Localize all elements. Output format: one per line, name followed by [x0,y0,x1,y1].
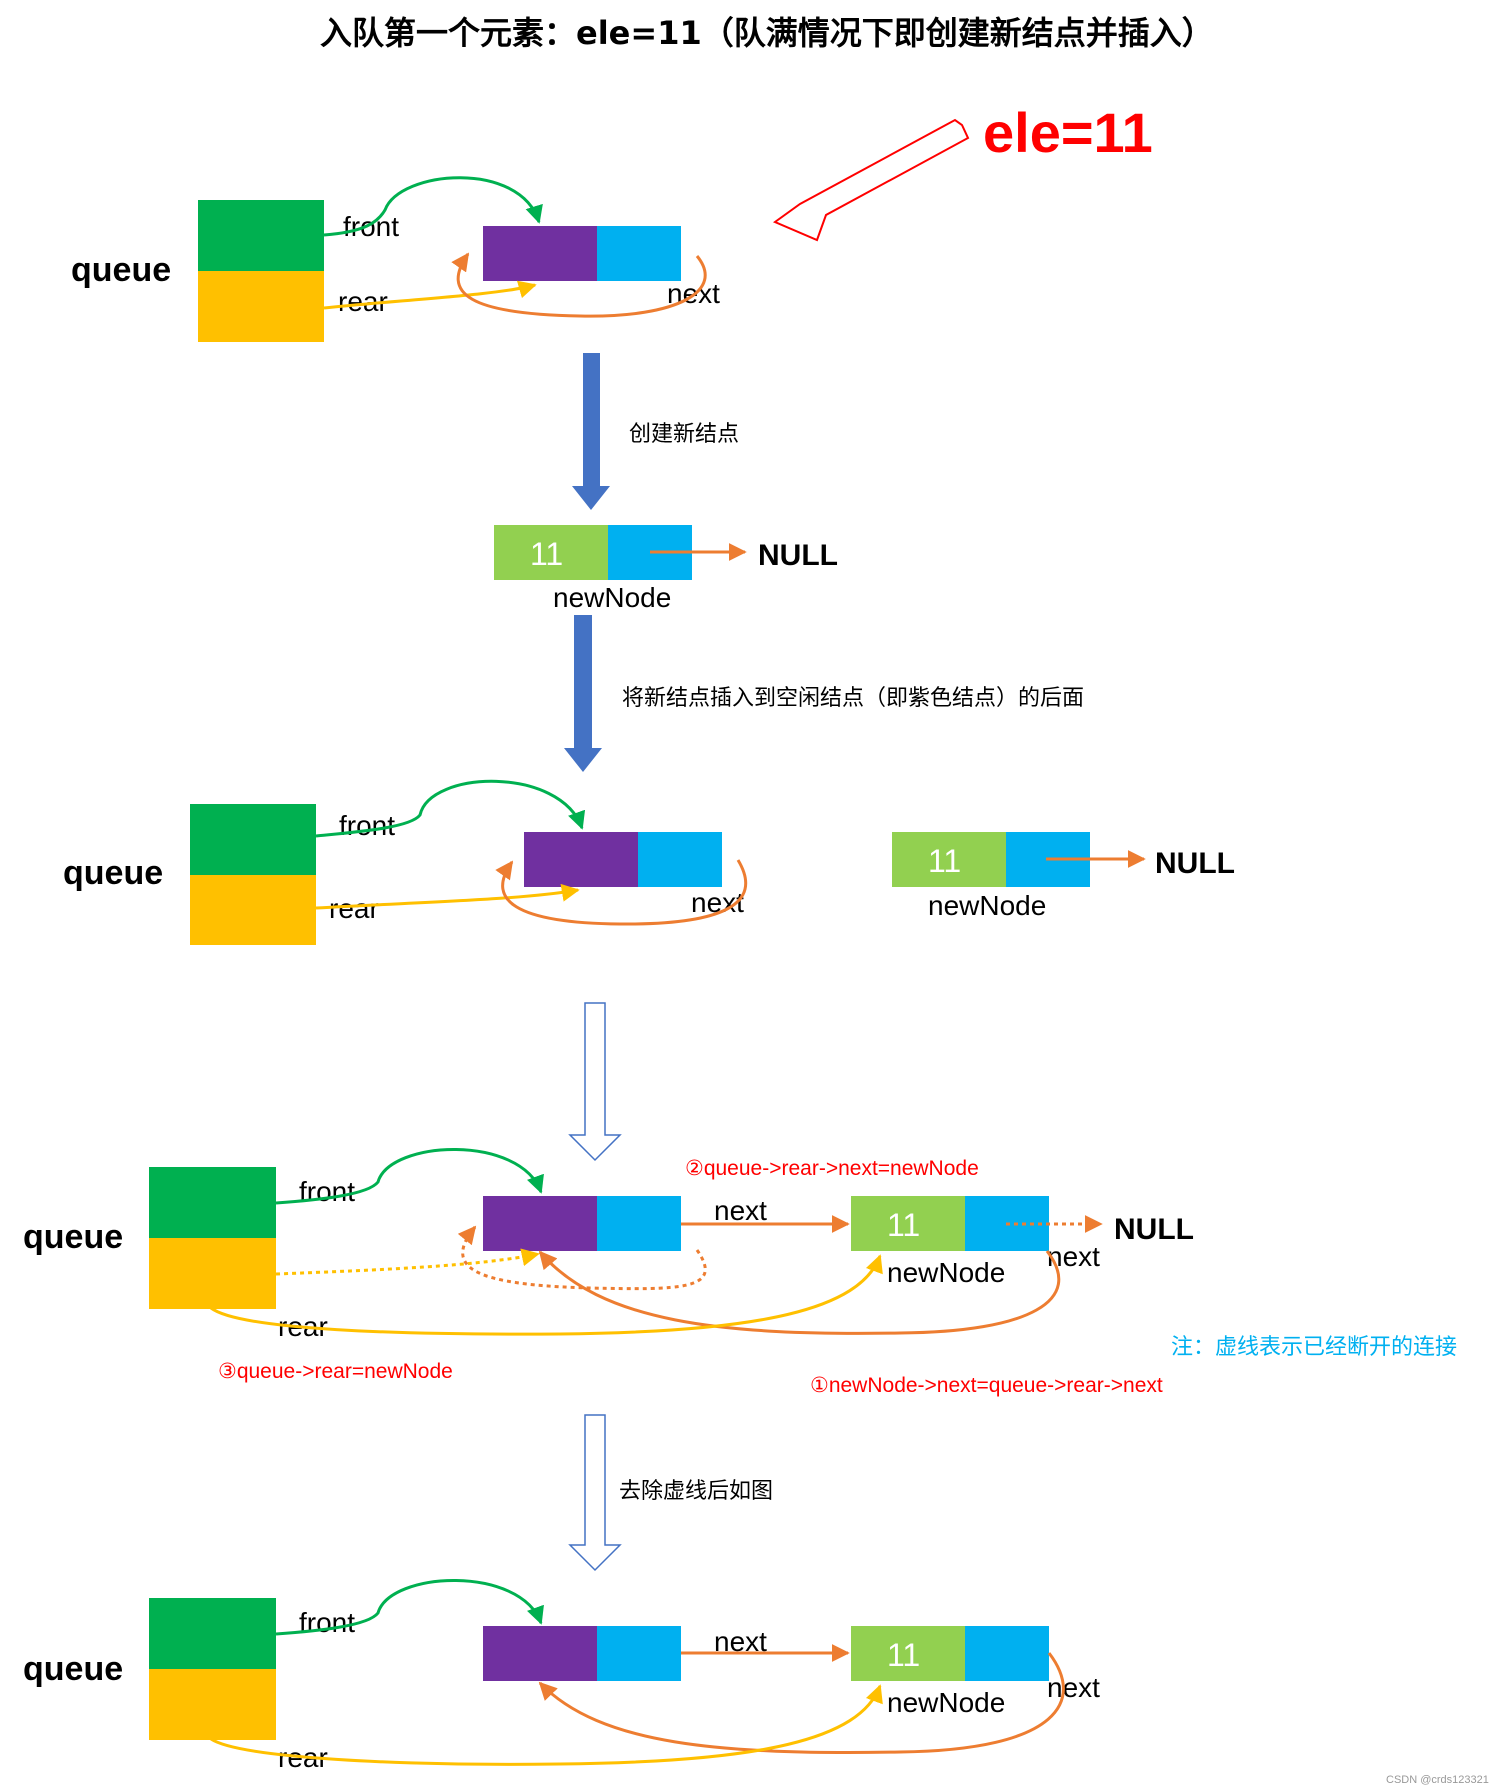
ele-label: ele=11 [983,101,1153,164]
step-label-remove: 去除虚线后如图 [619,1479,773,1504]
rear-pointer [323,280,537,310]
diagram-title: 入队第一个元素：ele=11（队满情况下即创建新结点并插入） [320,14,1214,52]
queue-label: queue [23,1218,123,1256]
next-label-new: next [1047,1672,1100,1703]
section-1: queue front rear next [71,176,720,342]
op2-label: ②queue->rear->next=newNode [685,1157,979,1180]
front-label: front [339,810,395,841]
new-node-data [851,1196,965,1251]
front-pointer [323,176,543,237]
free-node-next [638,832,722,887]
new-node-value: 11 [530,536,563,572]
queue-rear-cell [198,271,324,342]
null-label: NULL [1155,847,1235,880]
step-arrow-2 [564,615,602,772]
new-node-next-pointer [538,1652,1065,1754]
queue-front-cell [149,1598,276,1669]
section-4: queue front rear next 11 newNode next [23,1579,1100,1773]
new-node-label: newNode [553,582,671,613]
rear-pointer [210,1684,883,1766]
queue-rear-cell [190,875,316,945]
step-label-create: 创建新结点 [629,422,739,447]
queue-rear-cell [149,1238,276,1309]
broken-rear-pointer [275,1248,540,1276]
front-pointer [275,1579,544,1636]
new-node-data [494,525,608,580]
section-3: queue front rear next 11 newNode next NU… [23,1148,1457,1397]
rear-label: rear [329,893,379,924]
null-label: NULL [1114,1213,1194,1246]
queue-front-cell [198,200,324,271]
free-node-data [524,832,638,887]
queue-front-cell [190,804,316,875]
queue-label: queue [23,1650,123,1688]
dashed-note: 注：虚线表示已经断开的连接 [1171,1335,1457,1360]
rear-pointer-new [210,1254,883,1336]
front-pointer [275,1148,544,1205]
new-node-label: newNode [887,1257,1005,1288]
new-node-data [892,832,1006,887]
section-2: queue front rear next 11 NULL newNode [63,779,1235,945]
new-node-data [851,1626,965,1681]
free-node-next [597,1196,681,1251]
watermark: CSDN @crds123321 [1386,1774,1489,1786]
new-node-standalone: 11 NULL newNode [494,525,838,613]
null-label: NULL [758,539,838,572]
rear-pointer [315,883,580,910]
front-label: front [299,1176,355,1207]
queue-rear-cell [149,1669,276,1740]
next-label: next [714,1195,767,1226]
broken-self-loop [457,1225,707,1291]
free-node-data [483,1626,597,1681]
step-arrow-3 [568,1002,622,1162]
new-node-next [965,1626,1049,1681]
queue-label: queue [63,854,163,892]
front-label: front [343,211,399,242]
front-label: front [299,1607,355,1638]
new-node-label: newNode [928,890,1046,921]
op1-label: ①newNode->next=queue->rear->next [810,1374,1163,1397]
op3-label: ③queue->rear=newNode [218,1360,453,1383]
new-node-value: 11 [928,843,961,879]
front-pointer [315,779,586,838]
queue-front-cell [149,1167,276,1238]
step-arrow-1 [572,353,610,510]
free-node-next [597,226,681,281]
self-loop-pointer [451,252,707,318]
queue-label: queue [71,251,171,289]
ele-hollow-arrow [772,118,970,242]
self-loop-pointer [495,859,748,926]
new-node-value: 11 [887,1207,920,1243]
step-label-insert: 将新结点插入到空闲结点（即紫色结点）的后面 [622,686,1084,711]
new-node-next-pointer [538,1250,1061,1335]
free-node-data [483,1196,597,1251]
new-node-label: newNode [887,1687,1005,1718]
new-node-value: 11 [887,1637,920,1673]
free-node-data [483,226,597,281]
step-arrow-4 [568,1414,622,1572]
free-node-next [597,1626,681,1681]
